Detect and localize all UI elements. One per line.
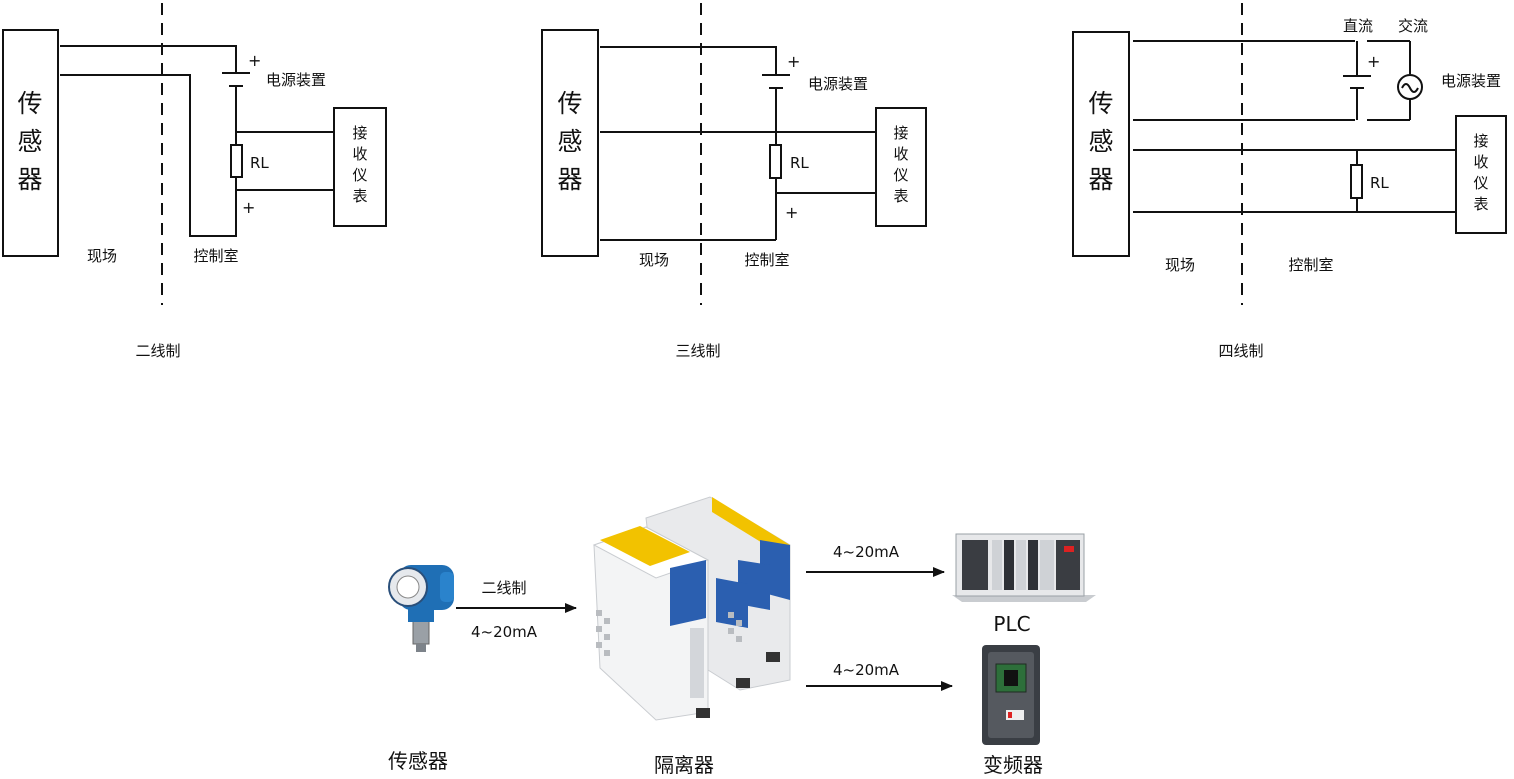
receiver-char: 表 xyxy=(893,187,908,205)
receiver-char: 收 xyxy=(352,145,367,163)
receiver-char: 收 xyxy=(893,145,908,163)
resistor-rl xyxy=(1350,164,1363,199)
receiver-char: 仪 xyxy=(352,166,367,184)
sensor-char: 器 xyxy=(1088,165,1113,194)
resistor-label: RL xyxy=(790,154,809,172)
plc-icon xyxy=(952,533,1096,602)
plus-sign: + xyxy=(248,51,261,70)
receiver-char: 表 xyxy=(1473,195,1488,213)
sensor-box xyxy=(1072,31,1130,257)
vfd-signal-label: 4~20mA xyxy=(833,661,900,679)
receiver-char: 接 xyxy=(893,124,908,142)
receiver-char: 接 xyxy=(1473,132,1488,150)
caption-three-wire: 三线制 xyxy=(675,342,720,360)
signal-isolator-icon xyxy=(592,496,791,721)
diagram-two-wire xyxy=(2,3,387,305)
receiver-char: 仪 xyxy=(1473,174,1488,192)
ac-label: 交流 xyxy=(1398,17,1428,35)
receiver-char: 仪 xyxy=(893,166,908,184)
dc-label: 直流 xyxy=(1343,17,1373,35)
diagram-four-wire xyxy=(1072,3,1507,305)
caption-four-wire: 四线制 xyxy=(1218,342,1263,360)
power-label: 电源装置 xyxy=(266,71,326,89)
power-label: 电源装置 xyxy=(1441,72,1501,90)
wire xyxy=(600,46,777,75)
input-signal-label: 4~20mA xyxy=(471,623,538,641)
wire xyxy=(60,45,237,73)
caption-two-wire: 二线制 xyxy=(135,342,180,360)
sensor-char: 感 xyxy=(1088,127,1113,156)
resistor-label: RL xyxy=(250,154,269,172)
receiver-box xyxy=(875,107,927,227)
diagram-three-wire xyxy=(541,3,927,305)
receiver-box xyxy=(333,107,387,227)
field-label: 现场 xyxy=(87,247,117,265)
sensor-char: 感 xyxy=(557,127,582,156)
control-room-label: 控制室 xyxy=(744,251,789,269)
control-room-label: 控制室 xyxy=(1288,256,1333,274)
vfd-icon xyxy=(982,645,1040,745)
diagram-three-wire-text: 传 感 器 + 电源装置 RL + 接 收 仪 表 现场 控制室 三线制 xyxy=(557,52,908,360)
sensor-box xyxy=(2,29,59,257)
isolator-caption: 隔离器 xyxy=(654,753,714,777)
sensor-box xyxy=(541,29,599,257)
control-room-label: 控制室 xyxy=(193,247,238,265)
plus-sign: + xyxy=(787,52,800,71)
plus-sign: + xyxy=(785,203,798,222)
receiver-char: 表 xyxy=(352,187,367,205)
sensor-caption: 传感器 xyxy=(388,749,448,773)
sensor-char: 传 xyxy=(557,89,582,118)
receiver-char: 收 xyxy=(1473,153,1488,171)
sensor-char: 传 xyxy=(17,89,42,118)
field-label: 现场 xyxy=(639,251,669,269)
diagram-four-wire-text: 传 感 器 直流 交流 + 电源装置 RL 接 收 仪 表 现场 控制室 四线制 xyxy=(1088,17,1501,360)
resistor-label: RL xyxy=(1370,174,1389,192)
sensor-char: 器 xyxy=(17,165,42,194)
resistor-rl xyxy=(769,144,782,179)
plus-sign: + xyxy=(242,198,255,217)
receiver-char: 接 xyxy=(352,124,367,142)
plus-sign: + xyxy=(1367,52,1380,71)
diagram-two-wire-text: 传 感 器 + 电源装置 RL + 接 收 仪 表 现场 控制室 二线制 xyxy=(17,51,367,360)
sensor-char: 器 xyxy=(557,165,582,194)
power-label: 电源装置 xyxy=(808,75,868,93)
resistor-rl xyxy=(230,144,243,178)
sensor-char: 感 xyxy=(17,127,42,156)
plc-caption: PLC xyxy=(993,612,1030,636)
field-label: 现场 xyxy=(1165,256,1195,274)
vfd-caption: 变频器 xyxy=(983,753,1043,777)
plc-signal-label: 4~20mA xyxy=(833,543,900,561)
wire xyxy=(60,74,237,237)
sensor-char: 传 xyxy=(1088,89,1113,118)
ac-wave-icon xyxy=(1401,83,1419,93)
receiver-box xyxy=(1455,115,1507,234)
pressure-transmitter-icon xyxy=(388,565,454,652)
input-type-label: 二线制 xyxy=(481,579,526,597)
